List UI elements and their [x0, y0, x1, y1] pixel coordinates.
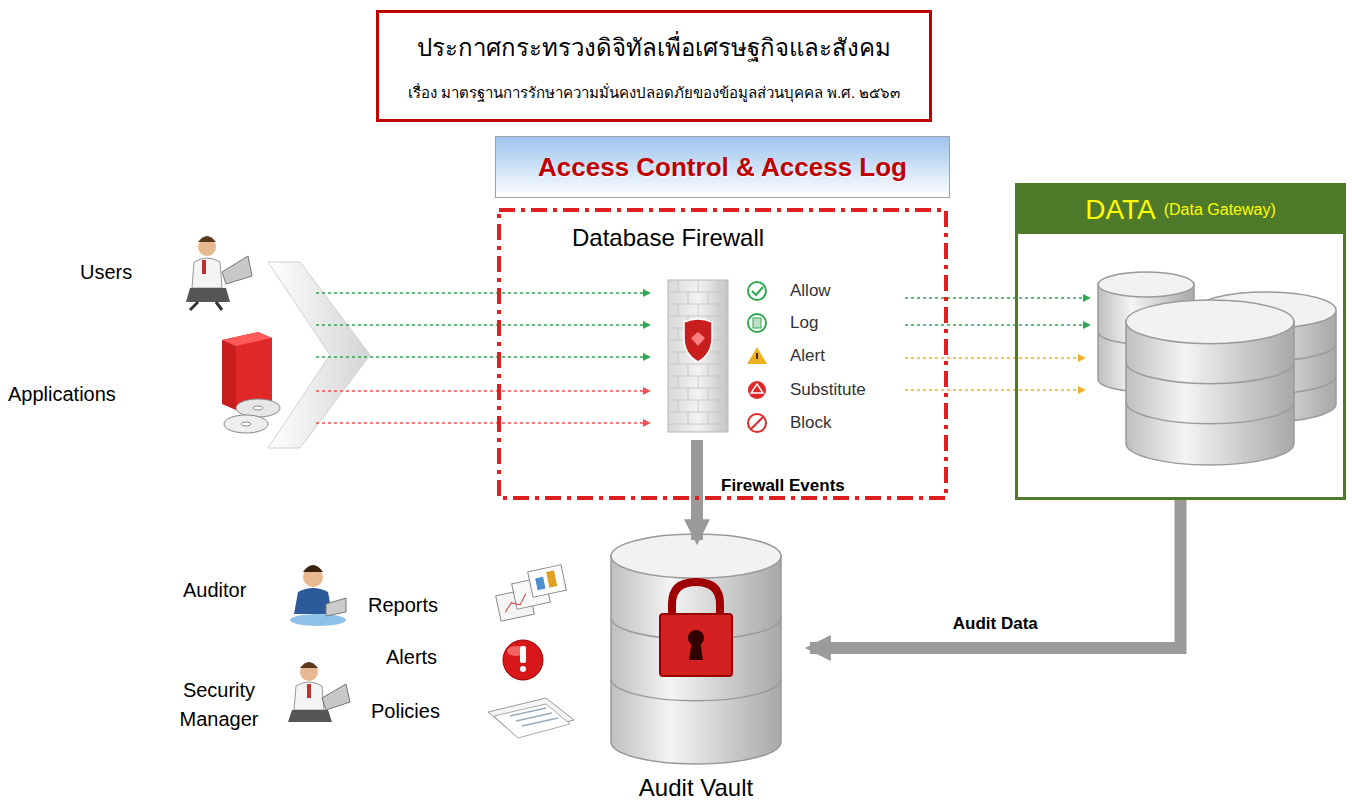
- node-text: DATA: [1085, 194, 1156, 226]
- lock-icon: [660, 582, 732, 676]
- data-box: DATA (Data Gateway): [1015, 183, 1346, 500]
- title-box: ประกาศกระทรวงดิจิทัลเพื่อเศรษฐกิจและสังค…: [376, 10, 932, 122]
- node-text: เรื่อง มาตรฐานการรักษาความมั่นคงปลอดภัยข…: [408, 81, 901, 105]
- node-text: Audit Vault: [600, 774, 792, 802]
- application-icon: [222, 332, 280, 433]
- policies-icon: [488, 698, 574, 738]
- node-text: Allow: [790, 281, 831, 301]
- node-text: Log: [790, 313, 818, 333]
- database-cylinders: [611, 272, 1336, 764]
- node-text: Alert: [790, 346, 825, 366]
- users-label: Users: [80, 258, 132, 287]
- node-text: Substitute: [790, 380, 866, 400]
- node-text: Block: [790, 413, 832, 433]
- audit-vault-cylinder: Audit Vault: [600, 526, 792, 804]
- reports-icon: [496, 565, 567, 622]
- flow-arrow: [691, 440, 703, 540]
- applications-label: Applications: [8, 380, 116, 409]
- user-icon: [186, 236, 252, 310]
- reports-label: Reports: [368, 591, 438, 620]
- security-manager-label: Security Manager: [160, 676, 278, 734]
- policies-label: Policies: [371, 697, 440, 726]
- node-text: Access Control & Access Log: [538, 152, 907, 183]
- edge-label: Audit Data: [950, 614, 1041, 634]
- alert-icon: [503, 640, 543, 680]
- auditor-icon: [290, 565, 346, 626]
- node-text: Database Firewall: [572, 224, 764, 252]
- auditor-label: Auditor: [183, 576, 246, 605]
- banner-box: Access Control & Access Log: [495, 136, 950, 198]
- action-icons: [747, 282, 767, 432]
- node-text: ประกาศกระทรวงดิจิทัลเพื่อเศรษฐกิจและสังค…: [417, 28, 891, 67]
- node-text: Firewall Events: [721, 476, 845, 496]
- firewall-icon: [668, 280, 728, 432]
- data-header: DATA (Data Gateway): [1018, 186, 1343, 234]
- chevron-shape: [268, 262, 370, 448]
- flow-arrow: [810, 500, 1181, 648]
- node-text: (Data Gateway): [1164, 201, 1276, 219]
- firewall-region: Database FirewallAllowLogAlertSubstitute…: [497, 208, 948, 500]
- alerts-label: Alerts: [386, 643, 437, 672]
- security-manager-icon: [288, 662, 350, 722]
- dash-dot-outline: [497, 208, 948, 500]
